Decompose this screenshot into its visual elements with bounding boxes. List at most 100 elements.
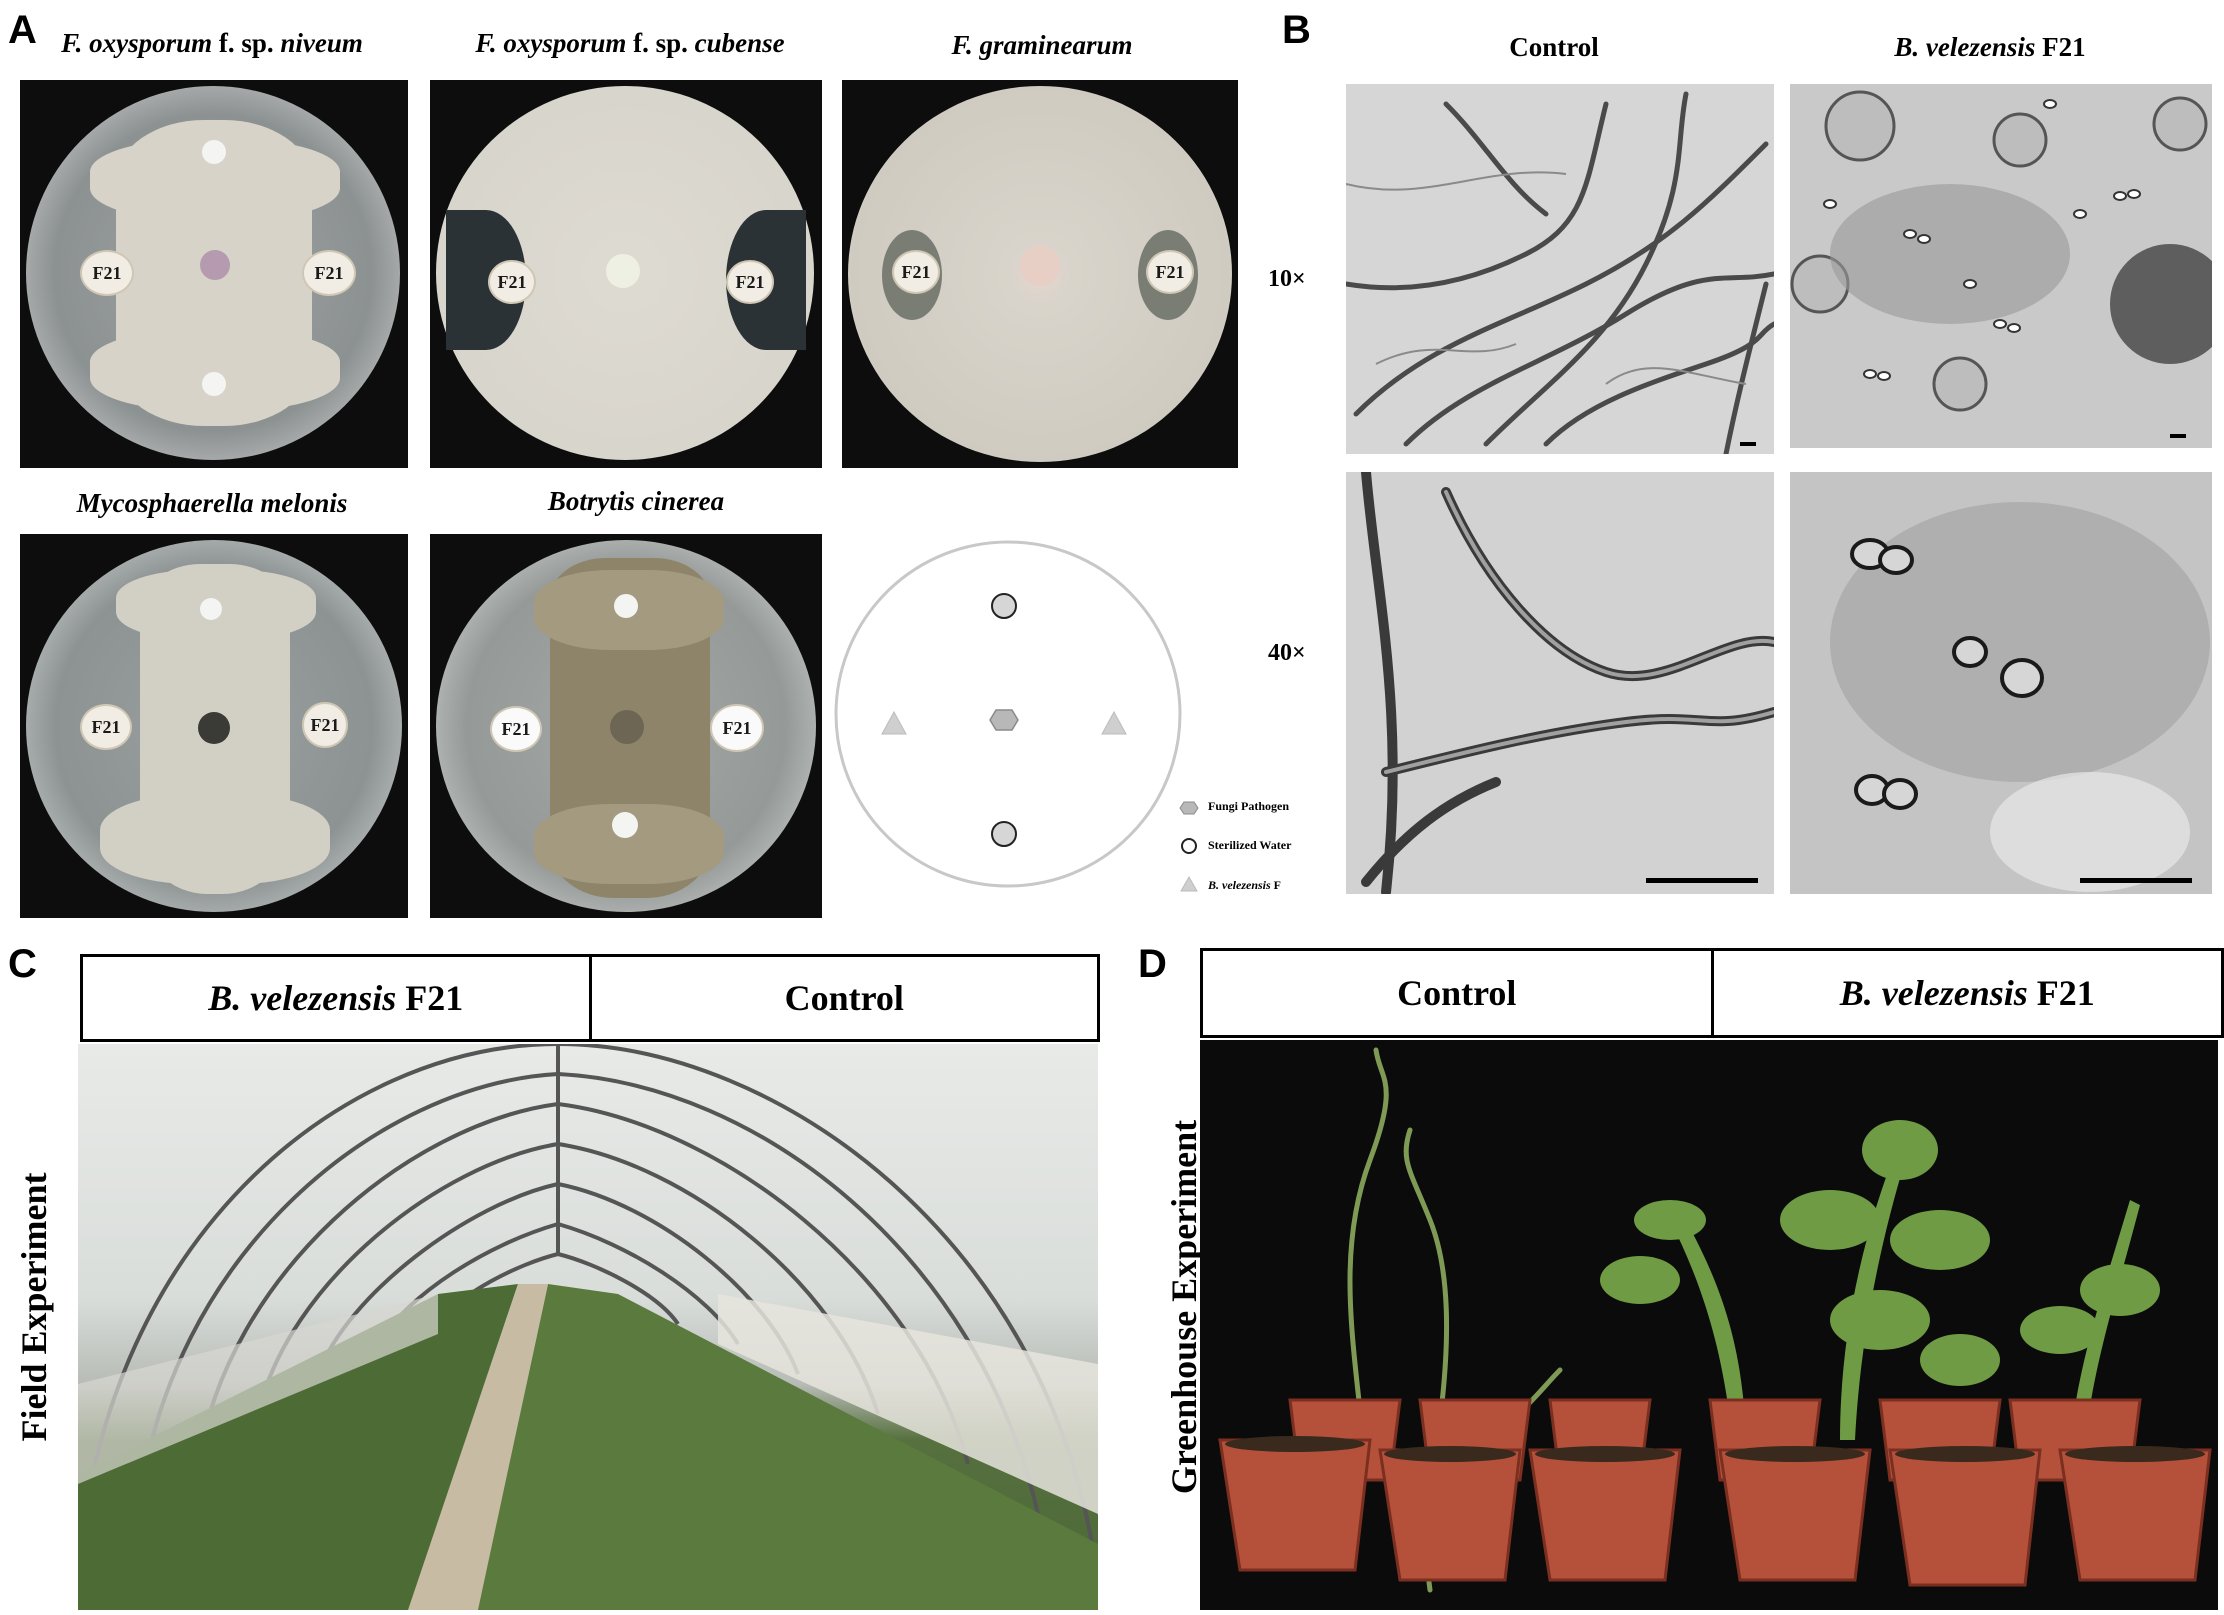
field-header: B. velezensis F21 Control bbox=[80, 954, 1100, 1042]
f21-disk: F21 bbox=[726, 260, 774, 304]
water-well bbox=[612, 812, 638, 838]
legend-pathogen-label: Fungi Pathogen bbox=[1208, 799, 1290, 813]
water-well bbox=[614, 594, 638, 618]
water-well bbox=[202, 140, 226, 164]
micro-col-treatment-suffix: F21 bbox=[2035, 32, 2086, 62]
schematic-bacteria-right bbox=[1101, 710, 1127, 735]
swollen-cell bbox=[1932, 356, 1988, 412]
scale-bar bbox=[2080, 878, 2192, 883]
pathogen-inoculum bbox=[610, 710, 644, 744]
mycelium-growth bbox=[100, 794, 330, 884]
left-bed bbox=[78, 1284, 518, 1610]
legend-pathogen-icon bbox=[1179, 801, 1199, 815]
greenhouse-tunnel-photo bbox=[78, 1044, 1098, 1610]
field-header-treatment-italic: B. velezensis bbox=[208, 978, 397, 1018]
panel-letter-b: B bbox=[1282, 8, 1311, 52]
legend-water-icon bbox=[1181, 838, 1197, 854]
pathogen-inoculum bbox=[606, 254, 640, 288]
micro-col-control: Control bbox=[1509, 32, 1599, 62]
healthy-plants bbox=[1600, 1120, 2160, 1440]
debris-cluster bbox=[2110, 244, 2212, 364]
plate-title-italic: F. graminearum bbox=[951, 30, 1133, 60]
petri-plate-niveum: F21 F21 bbox=[20, 80, 408, 468]
center-path bbox=[408, 1284, 548, 1610]
legend-bacteria-suffix: F bbox=[1270, 878, 1282, 892]
field-experiment-label: Field Experiment bbox=[14, 1172, 54, 1442]
petri-plate-mycosphaerella: F21 F21 bbox=[20, 534, 408, 918]
micrograph-treatment-10x bbox=[1790, 84, 2212, 448]
swollen-cell bbox=[2152, 96, 2208, 152]
water-well bbox=[202, 372, 226, 396]
magnification-40x: 40× bbox=[1268, 640, 1306, 666]
f21-disk: F21 bbox=[490, 706, 542, 752]
panel-letter-a: A bbox=[8, 8, 37, 52]
f21-disk: F21 bbox=[302, 250, 356, 296]
legend-bacteria-label: B. velezensis F bbox=[1208, 878, 1281, 893]
mycelium-growth bbox=[90, 330, 340, 410]
shadow-region bbox=[1990, 772, 2190, 892]
plate-title-italic2: cubense bbox=[694, 28, 785, 58]
plate-title-italic: F. oxysporum bbox=[475, 28, 627, 58]
panel-letter-c: C bbox=[8, 942, 37, 986]
right-bed bbox=[478, 1284, 1098, 1610]
micrograph-treatment-40x bbox=[1790, 472, 2212, 894]
micrograph-control-10x bbox=[1346, 84, 1774, 454]
f21-disk: F21 bbox=[80, 250, 134, 296]
plate-title-italic: Botrytis cinerea bbox=[547, 486, 725, 516]
micrograph-control-40x bbox=[1346, 472, 1774, 894]
plate-schematic bbox=[834, 540, 1199, 892]
greenhouse-header-control: Control bbox=[1397, 973, 1517, 1013]
soil bbox=[1225, 1436, 2205, 1462]
greenhouse-header-treatment: B. velezensis F21 bbox=[1710, 951, 2222, 1035]
swollen-cell bbox=[1824, 90, 1896, 162]
pots-and-plants bbox=[1218, 1047, 2212, 1593]
petri-plate-cubense: F21 F21 bbox=[430, 80, 822, 468]
plate-title-italic: F. oxysporum bbox=[61, 28, 213, 58]
scale-bar bbox=[1740, 442, 1756, 446]
scale-bar bbox=[1646, 878, 1758, 883]
side-film bbox=[78, 1294, 438, 1484]
pathogen-inoculum bbox=[198, 712, 230, 744]
field-header-treatment-suffix: F21 bbox=[396, 978, 464, 1018]
plate-title-italic2: niveum bbox=[280, 28, 363, 58]
field-header-control: Control bbox=[588, 957, 1098, 1039]
plate-title-botrytis: Botrytis cinerea bbox=[436, 486, 836, 517]
legend-bacteria-icon bbox=[1180, 875, 1198, 892]
f21-disk: F21 bbox=[892, 250, 940, 294]
shadow-region bbox=[1830, 502, 2210, 782]
swollen-cells bbox=[1830, 502, 2210, 892]
plate-title-mid: f. sp. bbox=[212, 28, 281, 58]
potted-plants-photo bbox=[1200, 1040, 2218, 1610]
plate-title-italic: Mycosphaerella melonis bbox=[76, 488, 348, 518]
pathogen-inoculum bbox=[200, 250, 230, 280]
pathogen-inoculum bbox=[1020, 246, 1060, 286]
panel-letter-d: D bbox=[1138, 942, 1167, 986]
greenhouse-header-treatment-italic: B. velezensis bbox=[1839, 973, 2028, 1013]
greenhouse-header-treatment-suffix: F21 bbox=[2027, 973, 2095, 1013]
schematic-bacteria-left bbox=[881, 710, 907, 735]
greenhouse-experiment-label: Greenhouse Experiment bbox=[1164, 1119, 1204, 1495]
greenhouse-header: Control B. velezensis F21 bbox=[1200, 948, 2224, 1038]
plate-title-graminearum: F. graminearum bbox=[842, 30, 1242, 61]
swollen-cells bbox=[1790, 90, 2212, 412]
plate-title-mycosphaerella: Mycosphaerella melonis bbox=[12, 488, 412, 519]
plate-title-niveum: F. oxysporum f. sp. niveum bbox=[12, 28, 412, 59]
legend-bacteria-italic: B. velezensis bbox=[1208, 878, 1271, 892]
micro-col-treatment: B. velezensis F21 bbox=[1790, 32, 2190, 63]
tunnel-structure bbox=[78, 1044, 1098, 1610]
scale-bar bbox=[2170, 434, 2186, 438]
field-header-treatment: B. velezensis F21 bbox=[83, 957, 589, 1039]
schematic-water-bottom bbox=[991, 821, 1017, 847]
hyphae-network bbox=[1346, 91, 1774, 454]
pots bbox=[1218, 1398, 2212, 1587]
plate-title-mid: f. sp. bbox=[626, 28, 695, 58]
schematic-pathogen bbox=[989, 709, 1019, 731]
petri-plate-botrytis: F21 F21 bbox=[430, 534, 822, 918]
micro-col-treatment-italic: B. velezensis bbox=[1894, 32, 2036, 62]
magnification-10x: 10× bbox=[1268, 266, 1306, 292]
petri-plate-graminearum: F21 F21 bbox=[842, 80, 1238, 468]
side-film bbox=[718, 1294, 1098, 1514]
plate-title-cubense: F. oxysporum f. sp. cubense bbox=[430, 28, 830, 59]
f21-disk: F21 bbox=[488, 260, 536, 304]
f21-disk: F21 bbox=[710, 704, 764, 752]
